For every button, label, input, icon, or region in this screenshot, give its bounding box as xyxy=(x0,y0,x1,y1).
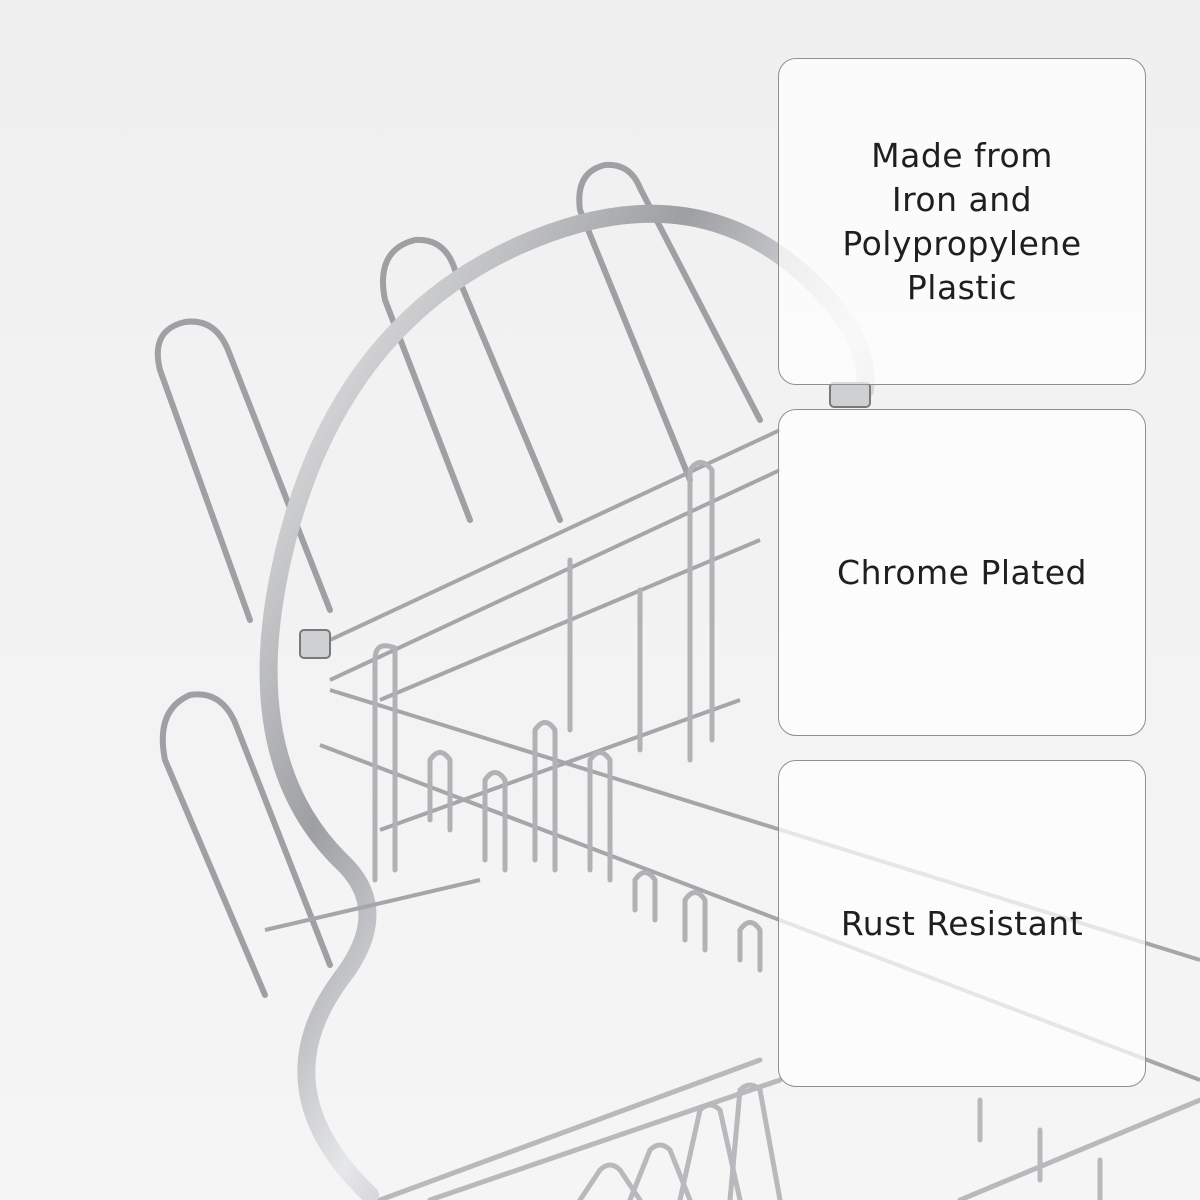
utensil-hooks xyxy=(154,161,763,998)
plate-tines xyxy=(372,460,763,973)
feature-card-rust-resistant: Rust Resistant xyxy=(778,760,1146,1087)
bolts xyxy=(299,382,871,659)
lower-tray xyxy=(377,1057,1200,1200)
feature-card-material: Made from Iron and Polypropylene Plastic xyxy=(778,58,1146,385)
feature-label-material: Made from Iron and Polypropylene Plastic xyxy=(842,135,1082,307)
feature-label-chrome-plated: Chrome Plated xyxy=(837,552,1087,592)
rack-arch xyxy=(259,204,875,1200)
upper-basket xyxy=(264,428,1200,1082)
feature-label-rust-resistant: Rust Resistant xyxy=(840,903,1084,943)
feature-card-chrome-plated: Chrome Plated xyxy=(778,409,1146,736)
